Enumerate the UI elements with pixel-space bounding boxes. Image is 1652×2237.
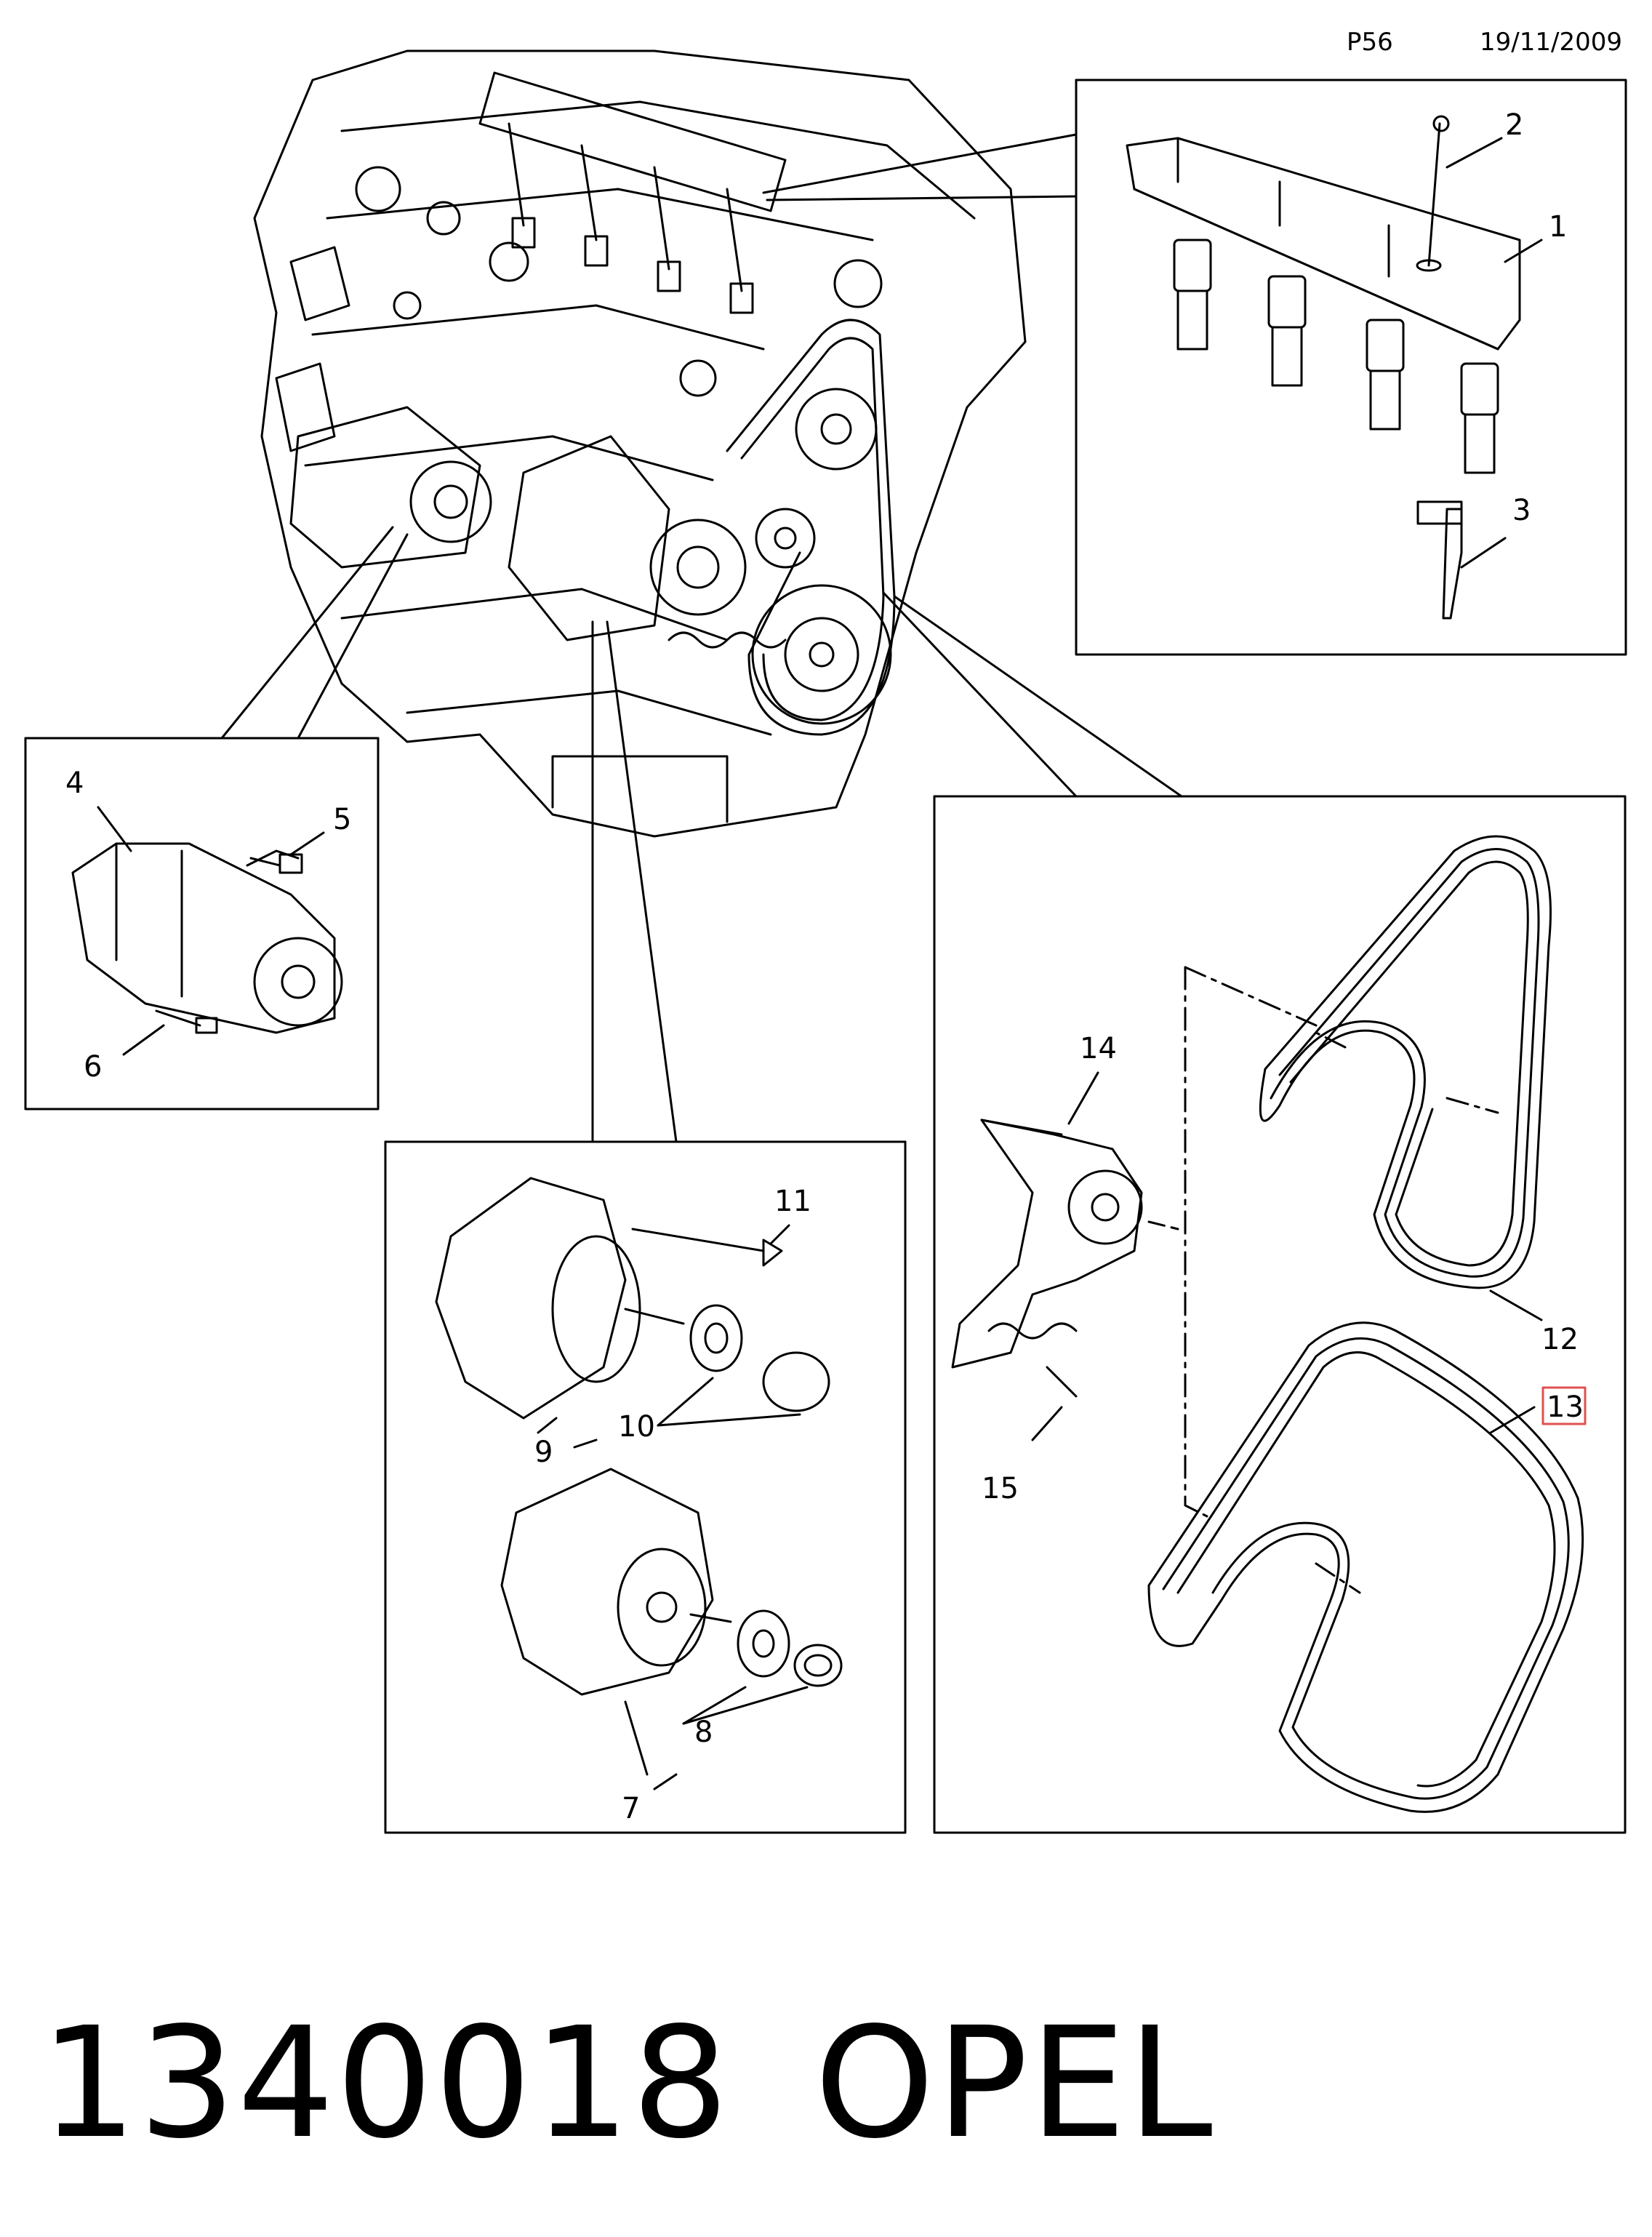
spark-plug: [1416, 500, 1463, 525]
callout-10: 10: [618, 1410, 655, 1444]
callout-5: 5: [333, 803, 351, 836]
callout-9: 9: [534, 1436, 553, 1469]
leader-lines: [24, 79, 1183, 1143]
callout-13: 13: [1547, 1390, 1584, 1424]
callout-4: 4: [65, 767, 84, 800]
callout-7: 7: [622, 1792, 640, 1825]
callout-14: 14: [1080, 1032, 1117, 1065]
callout-1: 1: [1549, 210, 1567, 244]
callout-3: 3: [1512, 494, 1531, 527]
diagram-date: 19/11/2009: [1480, 28, 1622, 57]
callout-11: 11: [774, 1185, 811, 1218]
alternator-detail-box: [384, 1140, 907, 1834]
starter-detail-box: [24, 737, 380, 1111]
callout-8: 8: [694, 1716, 713, 1749]
callout-6: 6: [84, 1050, 102, 1084]
brand-name: OPEL: [814, 1994, 1214, 2172]
callout-2: 2: [1505, 108, 1523, 142]
belt-tensioner-detail-box: [933, 795, 1627, 1834]
callout-12: 12: [1541, 1323, 1579, 1356]
engine-block-illustration: [253, 49, 1027, 838]
callout-labels: 1 2 3 4 5 6 7 8 9 10 11 12 13 14 15: [65, 108, 1584, 1825]
page-code: P56: [1347, 28, 1393, 57]
part-number: 1340018: [40, 1994, 731, 2172]
callout-15: 15: [982, 1472, 1019, 1505]
ignition-coil-detail-box: [1075, 79, 1627, 656]
callout-13-highlight: [1541, 1386, 1587, 1425]
